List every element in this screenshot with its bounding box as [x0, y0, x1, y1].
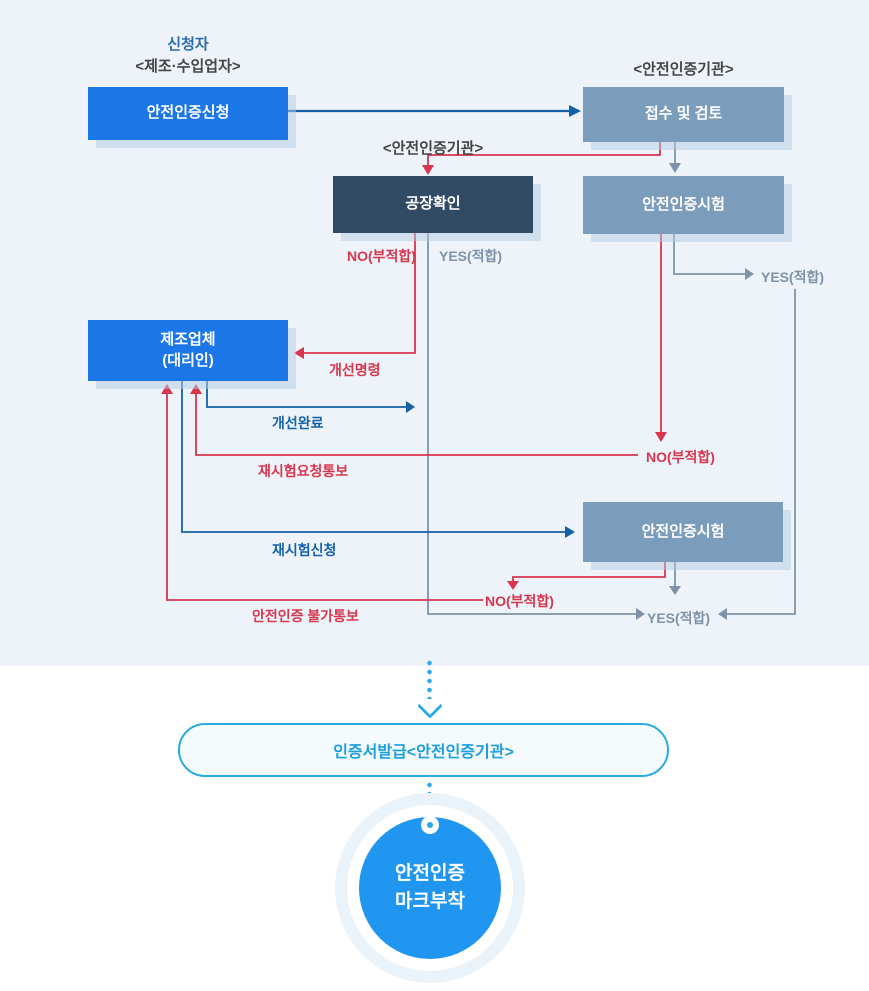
certification-org-label-middle: <안전인증기관> [382, 140, 484, 157]
box-factory-check: 공장확인 [333, 176, 533, 233]
box-apply: 안전인증신청 [88, 87, 288, 140]
label-retest-apply: 재시험신청 [272, 542, 337, 558]
label-retest-notice: 재시험요청통보 [258, 463, 349, 479]
mark-circle-line2: 마크부착 [395, 891, 465, 912]
chevron-down-icon [417, 693, 443, 719]
dotted-connector-1 [427, 659, 432, 699]
label-factory-no: NO(부적합) [347, 248, 416, 264]
label-improve-done: 개선완료 [272, 415, 324, 431]
label-test1-yes: YES(적합) [761, 269, 825, 285]
mark-circle-line1: 안전인증 [395, 863, 465, 885]
certificate-pill: 인증서발급<안전인증기관> [178, 723, 669, 777]
box-manufacturer: 제조업체 (대리인) [88, 320, 288, 381]
box-manufacturer-line2: (대리인) [162, 351, 214, 369]
label-reject-notice: 안전인증 불가통보 [252, 608, 359, 624]
box-manufacturer-line1: 제조업체 [160, 331, 216, 349]
mark-circle: 안전인증 마크부착 [359, 817, 501, 959]
label-factory-yes: YES(적합) [439, 248, 503, 264]
applicant-subtitle: <제조·수입업자> [135, 58, 241, 75]
certification-org-label-top: <안전인증기관> [633, 61, 734, 78]
label-final-yes: YES(적합) [647, 610, 711, 626]
box-certification-test-2: 안전인증시험 [583, 502, 783, 562]
box-receipt-review: 접수 및 검토 [583, 87, 784, 142]
label-improve-order: 개선명령 [329, 362, 381, 378]
mark-circle-notch-dot [427, 822, 433, 828]
box-certification-test-1: 안전인증시험 [583, 176, 784, 234]
label-test1-no: NO(부적합) [646, 449, 715, 465]
applicant-title: 신청자 [167, 36, 209, 53]
label-test2-no: NO(부적합) [485, 593, 554, 609]
